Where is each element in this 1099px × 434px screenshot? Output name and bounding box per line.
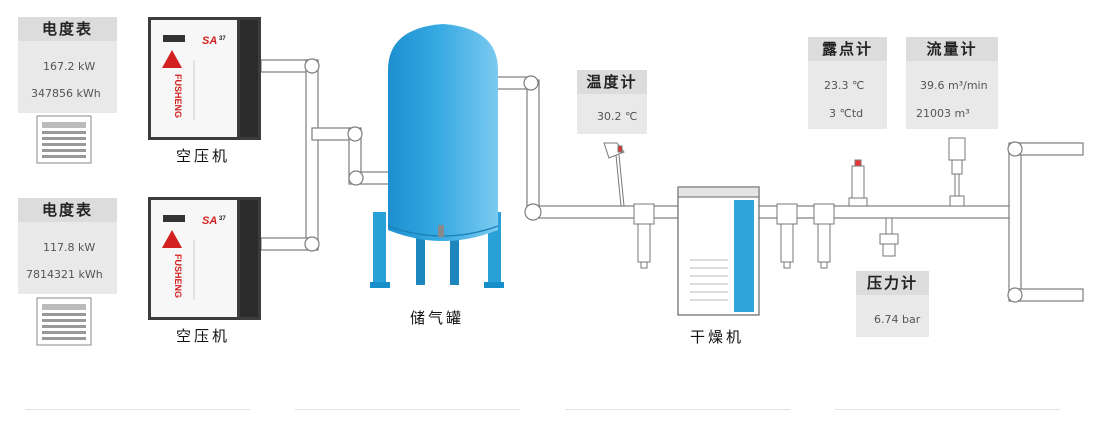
meter-panel-1-energy: 347856 kWh xyxy=(31,87,101,100)
meter-panel-1: 电度表 167.2 kW 347856 kWh xyxy=(18,17,117,113)
compressor-2-label: 空压机 xyxy=(176,327,231,345)
svg-text:37: 37 xyxy=(219,36,226,42)
temperature-sensor xyxy=(603,142,625,207)
compressor-2: SA 37 FUSHENG xyxy=(148,197,261,320)
air-tank xyxy=(370,24,504,288)
dryer xyxy=(677,186,760,316)
meter-device-2 xyxy=(36,297,92,346)
svg-text:FUSHENG: FUSHENG xyxy=(173,74,183,118)
temperature-panel: 温度计 30.2 ℃ xyxy=(577,70,647,134)
flow-title: 流量计 xyxy=(906,37,998,61)
svg-text:SA: SA xyxy=(202,35,217,47)
dewpoint-sensor xyxy=(848,159,868,207)
meter-panel-1-power: 167.2 kW xyxy=(43,60,96,73)
separator-2 xyxy=(295,409,520,410)
filter-1 xyxy=(633,203,655,269)
dryer-label: 干燥机 xyxy=(690,328,745,346)
compressor-1: SA 37 FUSHENG xyxy=(148,17,261,140)
pressure-sensor xyxy=(879,217,899,257)
meter-panel-2-title: 电度表 xyxy=(18,198,117,222)
flow-value-2: 21003 m³ xyxy=(916,107,970,120)
meter-panel-1-title: 电度表 xyxy=(18,17,117,41)
pressure-value: 6.74 bar xyxy=(874,313,921,326)
filter-3 xyxy=(813,203,835,269)
separator-4 xyxy=(835,409,1060,410)
flow-meter xyxy=(948,137,966,207)
meter-panel-2-energy: 7814321 kWh xyxy=(26,268,103,281)
separator-1 xyxy=(25,409,250,410)
dewpoint-title: 露点计 xyxy=(808,37,887,61)
pipes-compressor-to-tank xyxy=(260,58,392,252)
dewpoint-value-1: 23.3 ℃ xyxy=(824,79,865,92)
tank-label: 储气罐 xyxy=(410,309,465,327)
dewpoint-panel: 露点计 23.3 ℃ 3 ℃td xyxy=(808,37,887,129)
pressure-title: 压力计 xyxy=(856,271,929,295)
pressure-panel: 压力计 6.74 bar xyxy=(856,271,929,337)
meter-panel-2: 电度表 117.8 kW 7814321 kWh xyxy=(18,198,117,294)
filter-2 xyxy=(776,203,798,269)
meter-panel-2-power: 117.8 kW xyxy=(43,241,96,254)
temperature-title: 温度计 xyxy=(577,70,647,94)
dewpoint-value-2: 3 ℃td xyxy=(829,107,864,120)
separator-3 xyxy=(565,409,790,410)
compressor-1-label: 空压机 xyxy=(176,147,231,165)
flow-value-1: 39.6 m³/min xyxy=(920,79,988,92)
svg-text:SA: SA xyxy=(202,215,217,227)
meter-device-1 xyxy=(36,115,92,164)
temperature-value: 30.2 ℃ xyxy=(597,110,638,123)
svg-text:FUSHENG: FUSHENG xyxy=(173,254,183,298)
flow-panel: 流量计 39.6 m³/min 21003 m³ xyxy=(906,37,998,129)
svg-text:37: 37 xyxy=(219,216,226,222)
